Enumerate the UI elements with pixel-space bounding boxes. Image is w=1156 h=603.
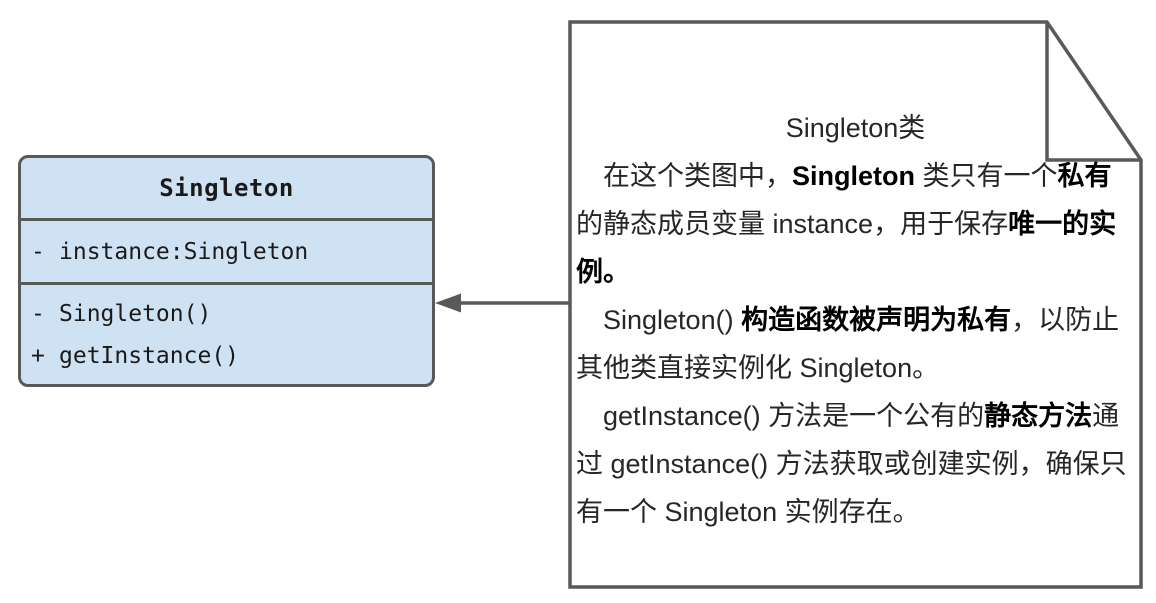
text-segment: ，以防止其他类直接实例化 Singleton。	[576, 305, 1120, 383]
class-name: Singleton	[159, 174, 294, 202]
text-segment: Singleton()	[603, 305, 742, 335]
member-label: instance:Singleton	[59, 238, 309, 265]
text-segment: getInstance() 方法是一个公有的	[603, 401, 985, 431]
note-anchor-arrow-icon	[435, 293, 573, 313]
note-paragraph: 在这个类图中，Singleton 类只有一个私有的静态成员变量 instance…	[576, 152, 1135, 296]
text-segment: 的静态成员变量 instance，用于保存	[576, 209, 1009, 239]
class-attribute: -instance:Singleton	[31, 233, 422, 271]
note-folded-corner-shape	[568, 20, 1143, 589]
text-segment: 静态方法	[984, 401, 1093, 431]
note-box: Singleton类 在这个类图中，Singleton 类只有一个私有的静态成员…	[568, 20, 1143, 589]
member-label: Singleton()	[59, 300, 212, 327]
text-segment: 类只有一个	[915, 161, 1058, 191]
text-segment: 构造函数被声明为私有	[741, 305, 1012, 335]
class-method: + getInstance()	[31, 337, 422, 375]
note-paragraphs: 在这个类图中，Singleton 类只有一个私有的静态成员变量 instance…	[576, 152, 1135, 536]
class-method: -Singleton()	[31, 295, 422, 333]
note-content: Singleton类 在这个类图中，Singleton 类只有一个私有的静态成员…	[568, 20, 1143, 589]
note-paragraph: getInstance() 方法是一个公有的静态方法通过 getInstance…	[576, 392, 1135, 536]
visibility-symbol: +	[31, 342, 45, 369]
visibility-symbol: -	[31, 238, 45, 265]
visibility-symbol: -	[31, 300, 45, 327]
text-segment: 唯一的实例。	[576, 209, 1117, 287]
note-title: Singleton类	[785, 113, 926, 143]
uml-class-box-singleton: Singleton -instance:Singleton -Singleton…	[18, 155, 435, 387]
text-segment: 通过 getInstance() 方法获取或创建实例，确保只有一个 Single…	[576, 401, 1127, 527]
text-segment: 私有	[1057, 161, 1112, 191]
text-segment: Singleton	[792, 161, 915, 191]
note-paragraph: Singleton() 构造函数被声明为私有，以防止其他类直接实例化 Singl…	[576, 296, 1135, 392]
member-label: getInstance()	[59, 342, 240, 369]
class-methods-section: -Singleton() + getInstance()	[21, 282, 432, 384]
class-attributes-section: -instance:Singleton	[21, 218, 432, 282]
text-segment: 在这个类图中，	[603, 161, 792, 191]
